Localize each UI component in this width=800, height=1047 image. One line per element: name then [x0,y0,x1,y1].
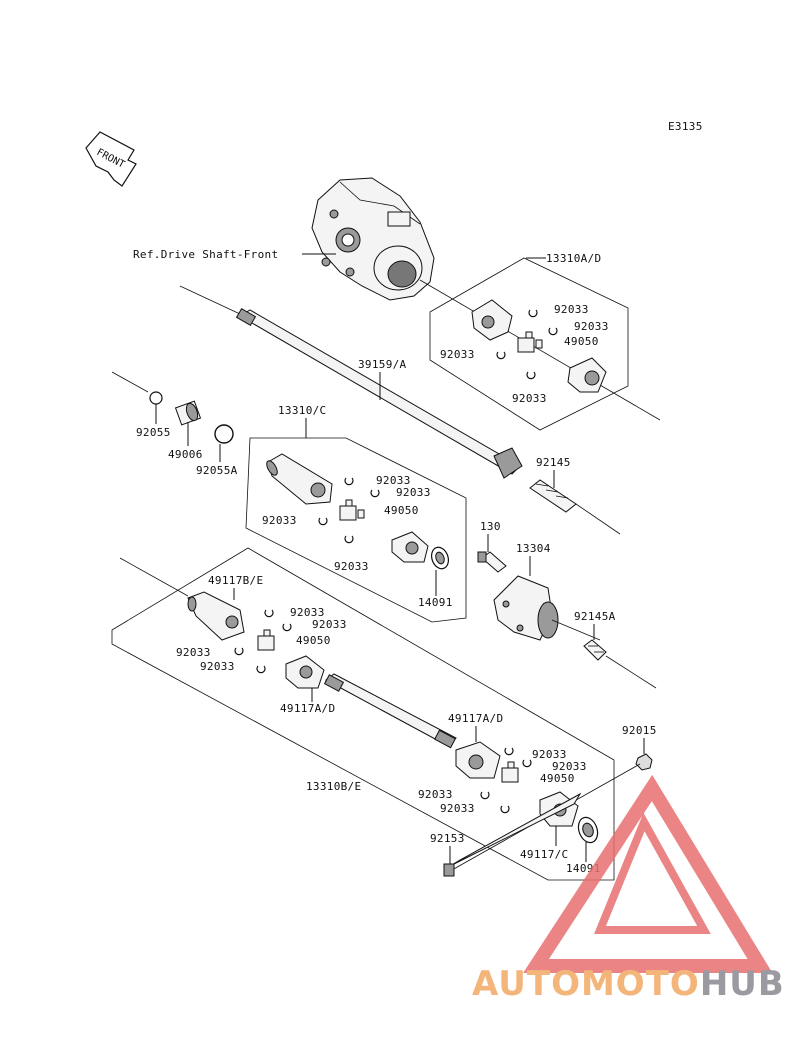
label-92033-c3: 92033 [262,514,297,527]
spider-13310C [339,499,365,521]
front-gear-case [311,177,435,301]
label-92033-a1: 92033 [554,303,589,316]
yoke-13310AD-rear [567,357,607,393]
label-49117AD-left: 49117A/D [280,702,335,715]
label-49050-a: 49050 [564,335,599,348]
label-49050-c: 49050 [384,504,419,517]
diagram-code: E3135 [668,120,703,133]
oring-92055 [149,391,163,405]
label-49117BE: 49117B/E [208,574,263,587]
label-130: 130 [480,520,501,533]
axis-39159-left [179,285,241,315]
axis-13310BE [119,557,189,597]
yoke-49117AD-left [285,655,325,689]
axis-13310AD [419,279,661,421]
washer-14091-top [430,546,450,570]
label-49050-b: 49050 [296,634,331,647]
label-49117AD-right: 49117A/D [448,712,503,725]
bushing-49006 [174,400,202,426]
watermark-text-accent: AUTOMOTO [472,964,700,1004]
front-arrow-icon: FRONT [85,131,137,187]
spider-13310BE-b [501,761,519,783]
label-92033-a4: 92033 [512,392,547,405]
spider-13310BE-a [257,629,275,651]
label-49117C: 49117/C [520,848,568,861]
label-92033-d4: 92033 [440,802,475,815]
label-92055A: 92055A [196,464,238,477]
washer-14091-bottom [577,816,599,844]
label-92153: 92153 [430,832,465,845]
yoke-13310C-rear [391,531,429,563]
label-92033-a3: 92033 [440,348,475,361]
yoke-49117BE [187,591,245,641]
label-13304: 13304 [516,542,551,555]
label-92145: 92145 [536,456,571,469]
watermark-triangle-icon [523,774,773,973]
bolt-92153 [443,792,582,877]
spring-92145A [583,639,607,661]
label-13310C: 13310/C [278,404,326,417]
housing-13304 [493,575,559,641]
shaft-39159A [235,307,523,479]
nut-92015 [635,753,653,771]
axis-small-parts [111,371,149,393]
label-49050-d: 49050 [540,772,575,785]
group-box-13310BE [111,547,615,881]
label-39159A: 39159/A [358,358,407,371]
label-92033-d1: 92033 [532,748,567,761]
oring-92055A [214,424,234,444]
group-box-13310C [245,437,467,623]
group-box-13310AD [429,257,629,431]
label-92015: 92015 [622,724,657,737]
label-92033-c1: 92033 [376,474,411,487]
label-92033-b3: 92033 [176,646,211,659]
label-13310BE: 13310B/E [306,780,361,793]
label-92033-d2: 92033 [552,760,587,773]
shaft-13310BE [323,673,457,749]
label-49006: 49006 [168,448,203,461]
label-92033-b1: 92033 [290,606,325,619]
ref-drive-shaft-label: Ref.Drive Shaft-Front [133,248,278,261]
watermark-logo: AUTOMOTOHUB [472,964,785,1004]
bolt-130 [477,551,507,573]
label-92033-c2: 92033 [396,486,431,499]
yoke-13310AD-front [471,299,513,341]
label-92055: 92055 [136,426,171,439]
spring-92145 [529,479,577,513]
label-92145A: 92145A [574,610,616,623]
label-92033-d3: 92033 [418,788,453,801]
label-92033-a2: 92033 [574,320,609,333]
label-13310AD: 13310A/D [546,252,601,265]
watermark-text-gray: HUB [699,964,785,1004]
tube-yoke-13310C [266,453,333,505]
label-92033-c4: 92033 [334,560,369,573]
spider-13310AD [517,331,543,353]
yoke-49117AD-right [455,741,501,779]
label-92033-b2: 92033 [312,618,347,631]
label-92033-b4: 92033 [200,660,235,673]
label-14091-top: 14091 [418,596,453,609]
